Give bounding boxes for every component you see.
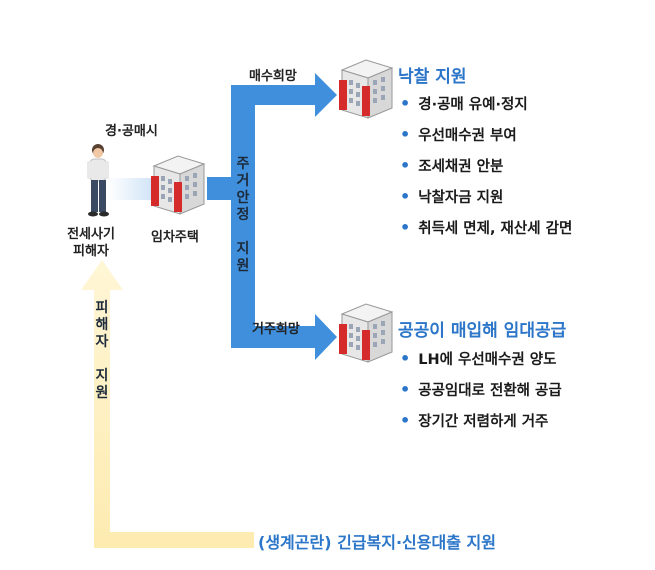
list-item: 경·공매 유예·정지 <box>400 88 572 119</box>
victim-link <box>108 178 154 200</box>
buy-arrow <box>231 73 337 117</box>
auction-label: 경·공매시 <box>105 124 158 139</box>
buy-branch-label: 매수희망 <box>249 69 297 84</box>
section2-title: 공공이 매입해 임대공급 <box>398 321 567 341</box>
list-item: 장기간 저렴하게 거주 <box>400 405 562 436</box>
victim-support-arrow <box>81 260 254 548</box>
building-icon <box>148 152 208 222</box>
live-arrow <box>231 314 337 360</box>
house-label: 임차주택 <box>151 230 199 245</box>
list-item: 공공임대로 전환해 공급 <box>400 374 562 405</box>
emergency-support-label: (생계곤란) 긴급복지·신용대출 지원 <box>258 533 496 552</box>
building-icon <box>336 300 396 370</box>
live-branch-label: 거주희망 <box>252 322 300 337</box>
housing-trunk <box>231 85 255 347</box>
housing-link <box>207 177 231 200</box>
building-icon <box>336 56 396 126</box>
list-item: LH에 우선매수권 양도 <box>400 343 562 374</box>
section1-list: 경·공매 유예·정지 우선매수권 부여 조세채권 안분 낙찰자금 지원 취득세 … <box>400 88 572 243</box>
section1-title: 낙찰 지원 <box>398 67 467 87</box>
list-item: 조세채권 안분 <box>400 150 572 181</box>
person-icon <box>78 142 118 224</box>
list-item: 우선매수권 부여 <box>400 119 572 150</box>
section2-list: LH에 우선매수권 양도 공공임대로 전환해 공급 장기간 저렴하게 거주 <box>400 343 562 436</box>
victim-label: 전세사기 피해자 <box>67 227 115 259</box>
list-item: 취득세 면제, 재산세 감면 <box>400 212 572 243</box>
list-item: 낙찰자금 지원 <box>400 181 572 212</box>
